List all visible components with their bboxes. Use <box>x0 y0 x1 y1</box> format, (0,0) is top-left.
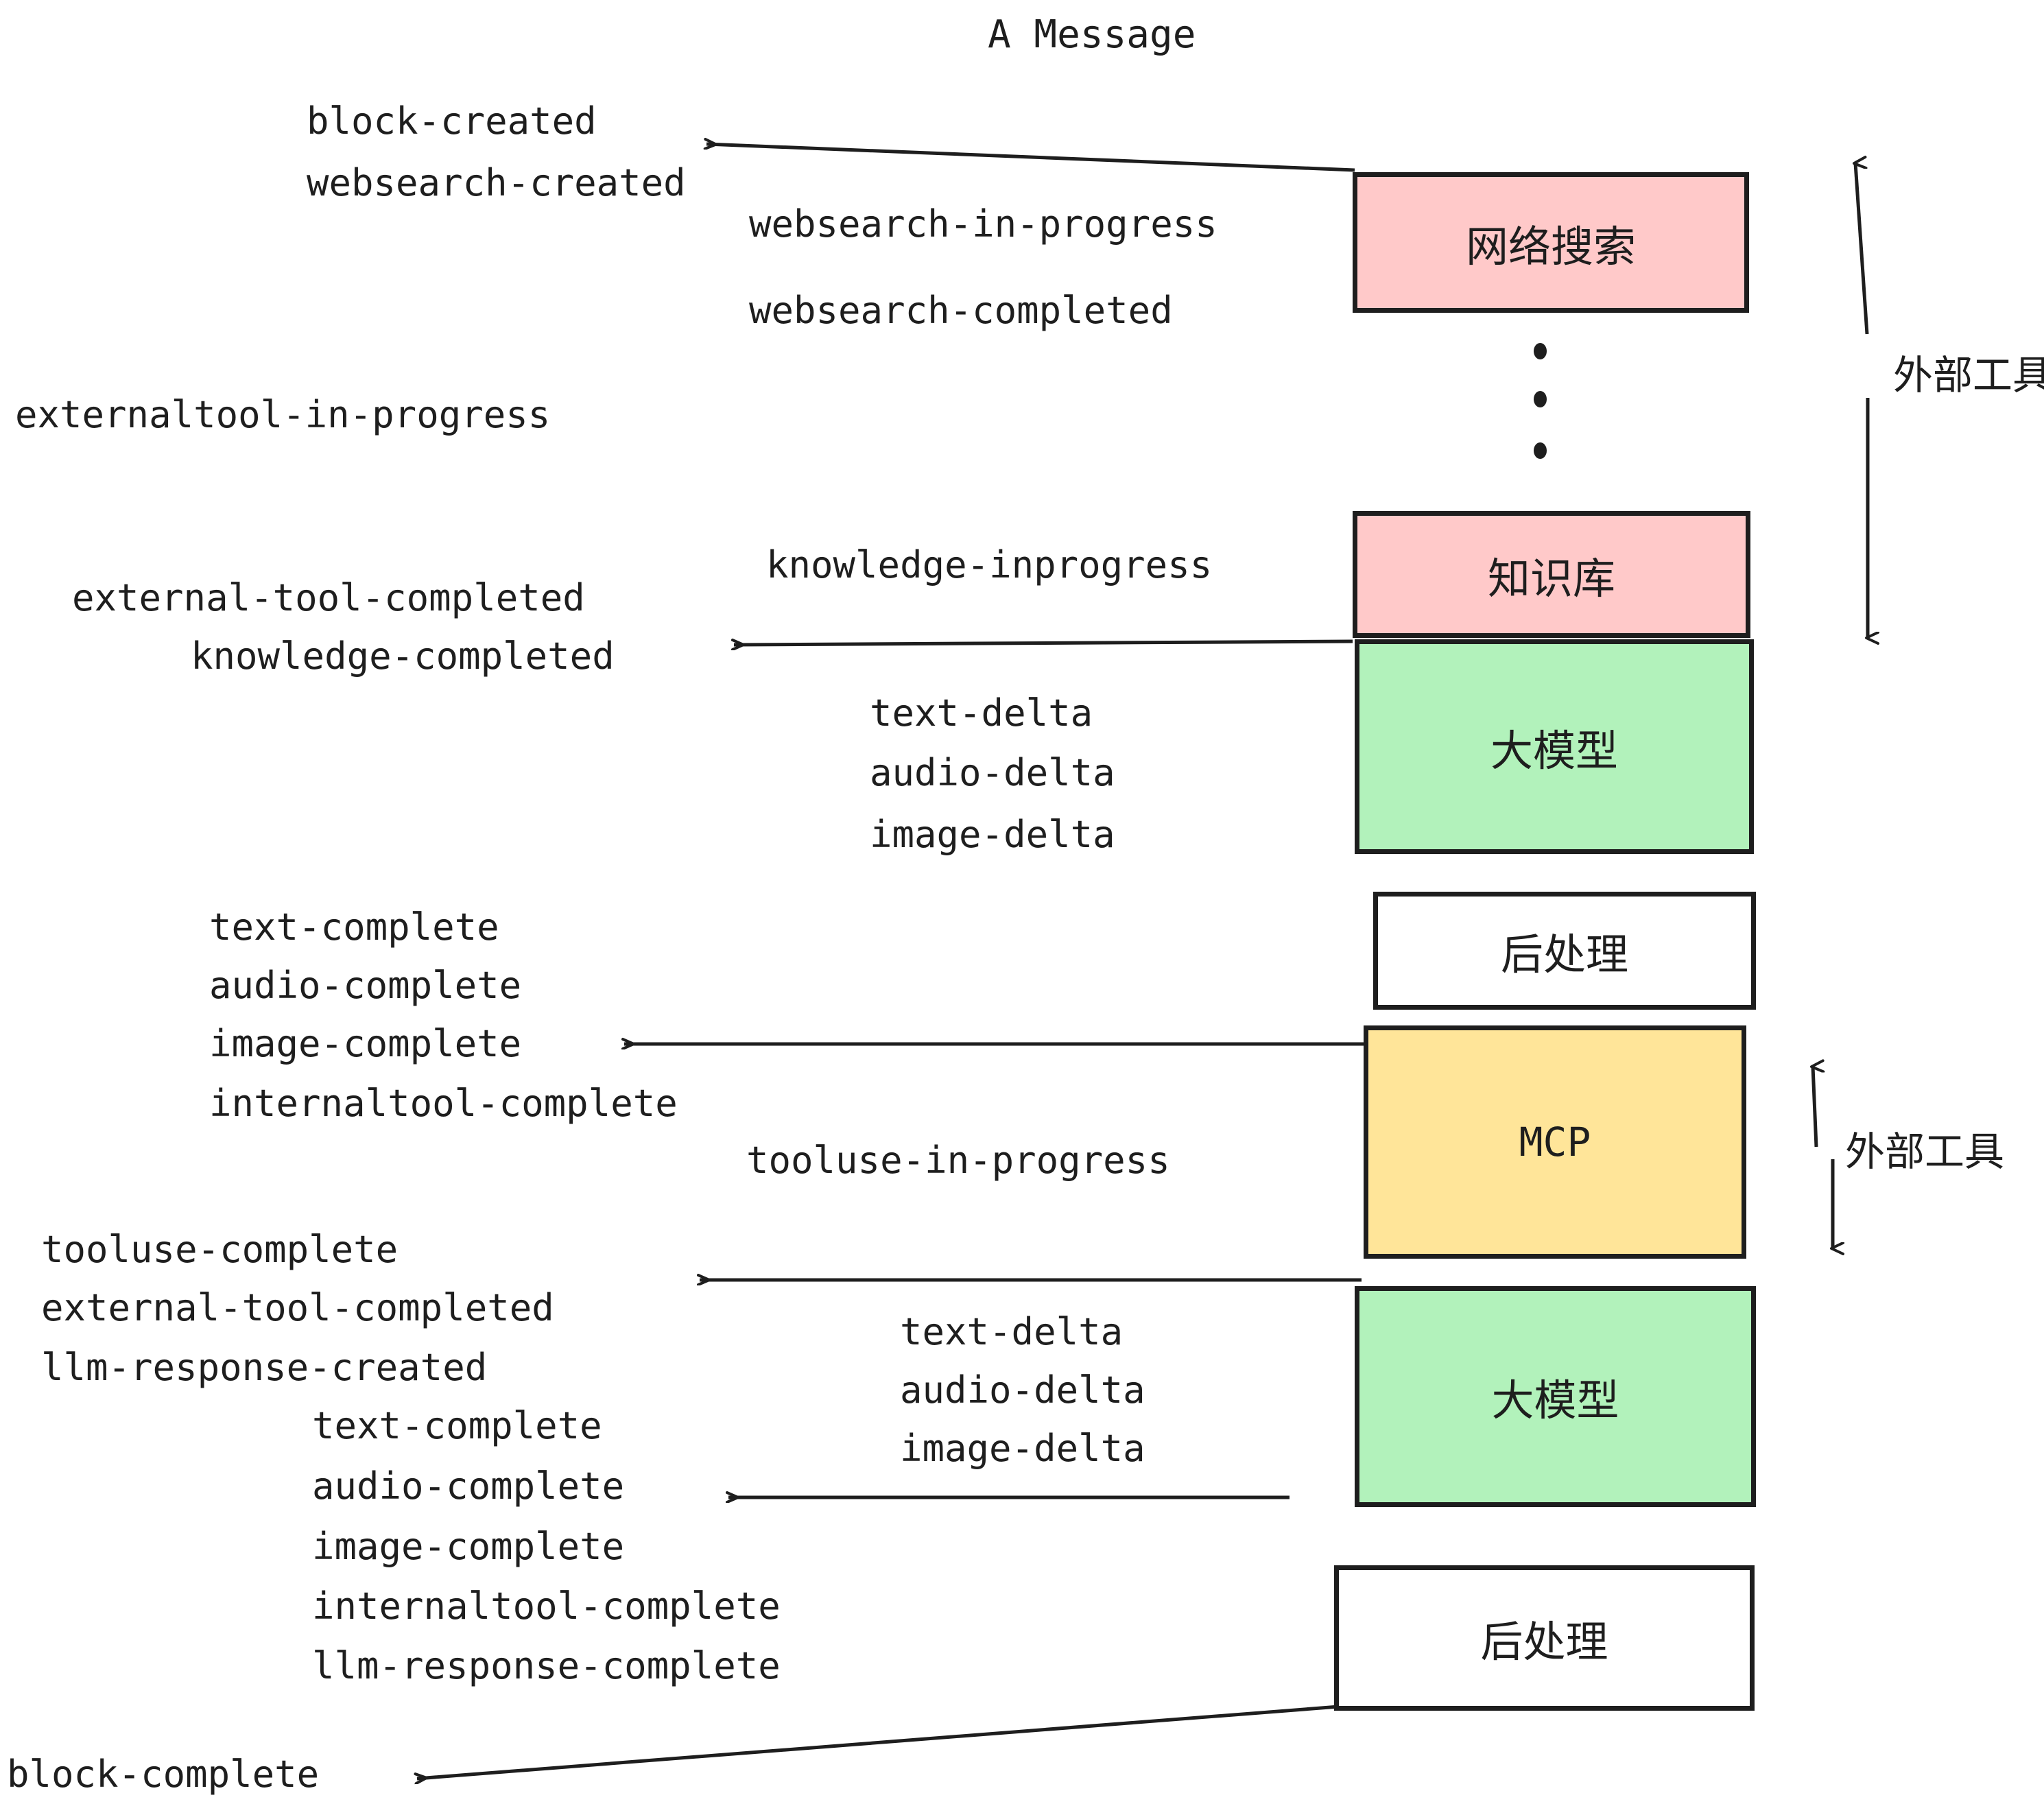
event-websearch-completed: websearch-completed <box>749 289 1173 332</box>
arrow-knowledge-completed <box>734 641 1353 645</box>
event-audio-complete-1: audio-complete <box>209 964 522 1007</box>
box-mcp-label: MCP <box>1519 1119 1591 1165</box>
box-postprocess-2-label: 后处理 <box>1480 1617 1608 1667</box>
event-external-tool-completed-2: external-tool-completed <box>41 1286 554 1329</box>
event-internaltool-complete-1: internaltool-complete <box>209 1082 678 1125</box>
box-mcp[interactable]: MCP <box>1364 1025 1746 1259</box>
arrow-block-complete <box>417 1705 1340 1779</box>
event-block-complete: block-complete <box>7 1753 320 1796</box>
event-image-complete-1: image-complete <box>209 1022 522 1065</box>
box-postprocess-2[interactable]: 后处理 <box>1334 1565 1755 1711</box>
vertical-ellipsis-dot-2 <box>1534 391 1547 407</box>
vertical-ellipsis-dot-1 <box>1534 343 1547 359</box>
arrow-external-tools-bottom-up <box>1813 1067 1816 1148</box>
event-websearch-in-progress: websearch-in-progress <box>749 202 1217 246</box>
event-llm-response-complete: llm-response-complete <box>312 1644 781 1687</box>
event-websearch-created: websearch-created <box>307 161 686 204</box>
event-block-created: block-created <box>307 99 597 143</box>
box-websearch-label: 网络搜索 <box>1465 221 1636 272</box>
event-image-delta-1: image-delta <box>870 813 1115 856</box>
event-knowledge-completed: knowledge-completed <box>191 634 615 678</box>
event-audio-delta-2: audio-delta <box>900 1368 1145 1412</box>
arrow-external-tools-top-up <box>1855 163 1869 335</box>
event-text-delta-1: text-delta <box>870 691 1093 735</box>
box-knowledge-label: 知识库 <box>1487 553 1615 604</box>
box-knowledge[interactable]: 知识库 <box>1353 511 1750 638</box>
event-tooluse-complete: tooluse-complete <box>41 1228 399 1271</box>
vertical-ellipsis-dot-3 <box>1534 442 1547 459</box>
side-label-external-tools-bottom: 外部工具 <box>1845 1128 2005 1175</box>
event-text-delta-2: text-delta <box>900 1310 1124 1353</box>
box-llm-2-label: 大模型 <box>1491 1375 1619 1425</box>
event-external-tool-completed-1: external-tool-completed <box>72 576 585 619</box>
event-image-complete-2: image-complete <box>312 1525 625 1568</box>
event-tooluse-in-progress: tooluse-in-progress <box>746 1139 1170 1182</box>
box-llm-2[interactable]: 大模型 <box>1355 1286 1756 1507</box>
event-image-delta-2: image-delta <box>900 1427 1145 1470</box>
side-label-external-tools-top: 外部工具 <box>1893 352 2044 399</box>
event-llm-response-created: llm-response-created <box>41 1346 488 1389</box>
box-postprocess-1-label: 后处理 <box>1500 929 1628 980</box>
event-internaltool-complete-2: internaltool-complete <box>312 1585 781 1628</box>
event-audio-complete-2: audio-complete <box>312 1464 625 1508</box>
event-externaltool-in-progress: externaltool-in-progress <box>15 393 551 436</box>
diagram-title: A Message <box>988 12 1196 57</box>
event-audio-delta-1: audio-delta <box>870 751 1115 794</box>
arrow-websearch-created <box>706 144 1355 172</box>
event-knowledge-inprogress: knowledge-inprogress <box>766 543 1213 586</box>
box-websearch[interactable]: 网络搜索 <box>1353 172 1749 313</box>
box-llm-1-label: 大模型 <box>1490 725 1618 776</box>
box-postprocess-1[interactable]: 后处理 <box>1373 892 1756 1010</box>
event-text-complete-1: text-complete <box>209 905 499 949</box>
event-text-complete-2: text-complete <box>312 1404 602 1447</box>
box-llm-1[interactable]: 大模型 <box>1355 639 1754 854</box>
